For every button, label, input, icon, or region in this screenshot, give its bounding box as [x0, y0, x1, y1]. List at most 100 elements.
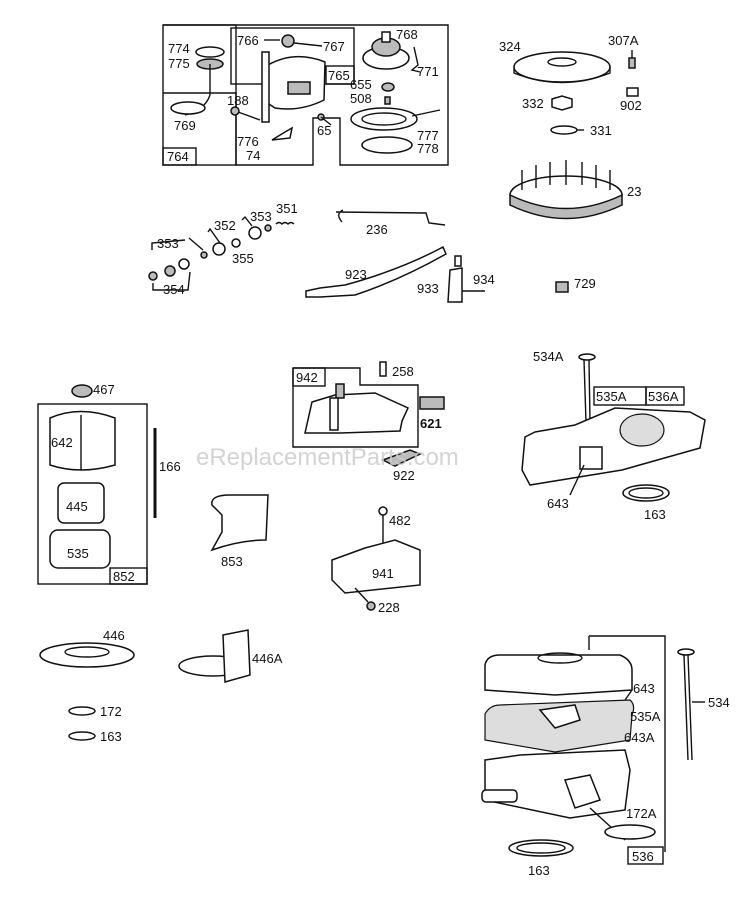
spring-621-part — [419, 396, 445, 410]
label-354: 354 — [163, 282, 185, 297]
label-902: 902 — [620, 98, 642, 113]
label-355: 355 — [232, 251, 254, 266]
air-cleaner-assembly-group: 536 643 535A 643A 534 172A 163 — [481, 635, 730, 878]
pawl-part — [271, 126, 294, 141]
air-cleaner-upper-group: 534A 535A 536A 643 163 — [521, 349, 706, 522]
label-643-upper: 643 — [547, 496, 569, 511]
cover-top-part — [484, 654, 633, 696]
air-cleaner-cartridge-group: 467 852 642 166 445 535 — [37, 382, 181, 585]
label-536A: 536A — [648, 389, 679, 404]
label-776: 776 — [237, 134, 259, 149]
air-cleaner-body-part — [521, 407, 706, 486]
group-536-tag-box — [627, 846, 664, 865]
label-163-upper: 163 — [644, 507, 666, 522]
label-508: 508 — [350, 91, 372, 106]
label-775: 775 — [168, 56, 190, 71]
label-643-lower: 643 — [633, 681, 655, 696]
label-172A: 172A — [626, 806, 657, 821]
label-307A: 307A — [608, 33, 639, 48]
group-942-outline — [292, 367, 419, 448]
wing-nut-467-part — [71, 384, 93, 398]
label-535A-upper: 535A — [596, 389, 627, 404]
filter-445-part — [57, 482, 105, 524]
group-852-tag-box — [109, 567, 148, 585]
label-535: 535 — [67, 546, 89, 561]
label-729: 729 — [574, 276, 596, 291]
rope-part — [170, 101, 206, 115]
label-353-left: 353 — [157, 236, 179, 251]
label-482: 482 — [389, 513, 411, 528]
base-446-part — [39, 642, 135, 668]
label-236: 236 — [366, 222, 388, 237]
group-852-label: 852 — [113, 569, 135, 584]
fitting-643A-part — [564, 774, 601, 809]
label-332: 332 — [522, 96, 544, 111]
group-764-left-box — [162, 24, 237, 166]
screw-258-part — [379, 361, 387, 377]
flywheel-group: 324 307A 902 332 331 23 — [499, 33, 642, 220]
base-plate-group: 446 446A 172 163 — [39, 628, 283, 744]
gasket-163-left-part — [68, 731, 96, 741]
label-853: 853 — [221, 554, 243, 569]
pulley-part — [281, 34, 295, 48]
label-933: 933 — [417, 281, 439, 296]
label-768: 768 — [396, 27, 418, 42]
group-764-tag-box — [162, 147, 197, 166]
label-324: 324 — [499, 39, 521, 54]
elbow-643-lower-part — [538, 704, 581, 729]
label-163-left: 163 — [100, 729, 122, 744]
label-353-right: 353 — [250, 209, 272, 224]
watermark: eReplacementParts.com — [196, 444, 459, 471]
base-tray-part — [484, 749, 631, 819]
part-902 — [626, 87, 639, 97]
label-188: 188 — [227, 93, 249, 108]
label-228: 228 — [378, 600, 400, 615]
label-351: 351 — [276, 201, 298, 216]
label-766: 766 — [237, 33, 259, 48]
label-771: 771 — [417, 64, 439, 79]
label-642: 642 — [51, 435, 73, 450]
group-765-tag-box — [325, 65, 355, 85]
label-934: 934 — [473, 272, 495, 287]
pre-cleaner-535-part — [49, 529, 111, 569]
label-467: 467 — [93, 382, 115, 397]
filter-535A-part — [619, 413, 665, 447]
label-172: 172 — [100, 704, 122, 719]
elbow-643-part — [579, 446, 603, 470]
control-plate-part — [304, 392, 409, 434]
starter-post-part — [261, 51, 270, 123]
group-942-tag-box — [292, 367, 326, 387]
label-163-lower: 163 — [528, 863, 550, 878]
group-536-outline — [589, 635, 666, 852]
label-258: 258 — [392, 364, 414, 379]
governor-control-group: 942 258 621 922 — [292, 361, 445, 483]
label-941: 941 — [372, 566, 394, 581]
label-643A: 643A — [624, 730, 655, 745]
starter-handle-part — [195, 46, 225, 58]
label-774: 774 — [168, 41, 190, 56]
label-74: 74 — [246, 148, 260, 163]
label-922: 922 — [393, 468, 415, 483]
label-65: 65 — [317, 123, 331, 138]
rewind-spring-part — [350, 107, 418, 131]
label-446: 446 — [103, 628, 125, 643]
gasket-172A-part — [604, 824, 656, 840]
label-534A: 534A — [533, 349, 564, 364]
label-777: 777 — [417, 128, 439, 143]
spring-922-part — [381, 449, 422, 467]
group-852-outline — [37, 403, 148, 585]
label-767: 767 — [323, 39, 345, 54]
label-778: 778 — [417, 141, 439, 156]
group-942-label: 942 — [296, 370, 318, 385]
washer-331-part — [550, 125, 578, 135]
label-445: 445 — [66, 499, 88, 514]
group-536-label: 536 — [632, 849, 654, 864]
label-23: 23 — [627, 184, 641, 199]
baffle-853-part — [210, 494, 269, 552]
group-765-label: 765 — [328, 68, 350, 83]
housing-window — [287, 81, 311, 95]
starter-pulley-part — [361, 136, 413, 154]
label-166: 166 — [159, 459, 181, 474]
